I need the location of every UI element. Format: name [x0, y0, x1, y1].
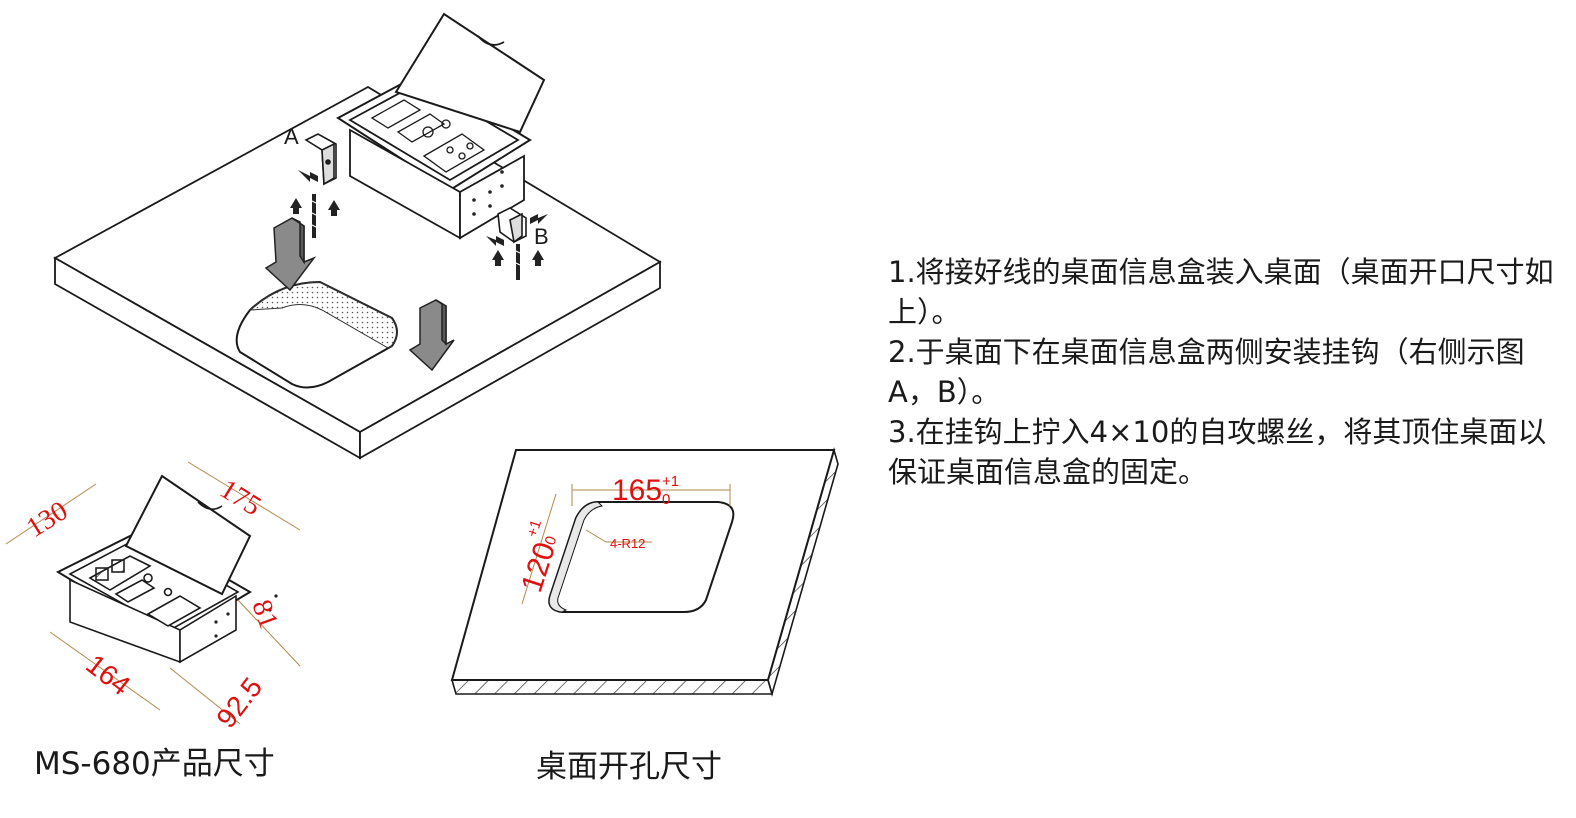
cutout-dimension-view [450, 447, 839, 697]
hook-b-bracket [497, 207, 527, 244]
dim-height-81: 81 [245, 596, 284, 633]
hook-a-bracket [304, 133, 337, 186]
up-arrow-icon-a1 [290, 198, 302, 214]
label-hook-b: B [534, 224, 549, 249]
instruction-step-2: 2.于桌面下在桌面信息盒两侧安装挂钩（右侧示图A，B）。 [888, 335, 1525, 409]
box-lid [394, 12, 546, 134]
instruction-step-3: 3.在挂钩上拧入4×10的自攻螺丝，将其顶住桌面以保证桌面信息盒的固定。 [888, 415, 1547, 489]
down-arrow-icon-left [264, 217, 317, 292]
caption-product-size: MS-680产品尺寸 [34, 746, 275, 782]
up-arrow-icon-b2 [532, 250, 544, 266]
dim-depth-92-5: 92.5 [210, 672, 268, 734]
cutout-slab-front [450, 679, 774, 695]
product-dimension-view [55, 474, 278, 664]
desk-assembly-view [53, 12, 662, 460]
dim-depth-130: 130 [21, 495, 73, 544]
desk-cutout-hole [235, 280, 398, 389]
screw-icon-b [513, 244, 523, 280]
side-arrow-icon-a [298, 170, 318, 182]
side-arrow-icon-b2 [530, 214, 548, 224]
port-panel [370, 99, 486, 173]
dim-width-175: 175 [214, 474, 266, 523]
down-arrow-icon-right [408, 299, 455, 372]
info-box-installed [336, 12, 546, 240]
product-lid [124, 474, 252, 596]
caption-cutout-size: 桌面开孔尺寸 [536, 749, 722, 785]
product-dimension-lines [5, 461, 301, 725]
label-hook-a: A [284, 124, 299, 149]
dim-cutout-depth-tol-upper: +1 [524, 518, 545, 540]
dim-corner-radius: 4-R12 [610, 536, 645, 551]
up-arrow-icon-b1 [492, 250, 504, 266]
dim-cutout-width: 165 [612, 474, 662, 507]
cutout-dimension-lines [521, 484, 731, 605]
instruction-step-1: 1.将接好线的桌面信息盒装入桌面（桌面开口尺寸如上）。 [888, 255, 1554, 329]
side-arrow-icon-b1 [486, 236, 504, 246]
up-arrow-icon-a2 [328, 200, 340, 216]
dim-width-164: 164 [80, 648, 136, 701]
desk-front-right [359, 260, 661, 460]
dim-cutout-width-tol-lower: 0 [662, 491, 670, 508]
installation-instructions: 1.将接好线的桌面信息盒装入桌面（桌面开口尺寸如上）。 2.于桌面下在桌面信息盒… [888, 252, 1558, 492]
dim-cutout-width-tol-upper: +1 [662, 473, 679, 490]
screw-icon-a [309, 194, 319, 238]
